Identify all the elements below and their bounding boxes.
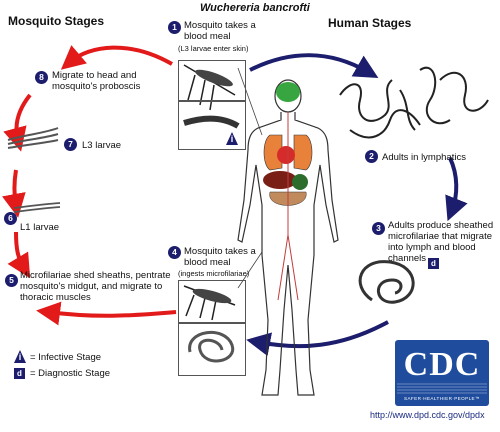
l3-worm-top (183, 115, 240, 129)
step-number-7: 7 (64, 138, 77, 151)
stomach-shape (292, 174, 308, 190)
legend-infective-label: = Infective Stage (30, 352, 102, 363)
arrow-l1-to-microfilariae (7, 231, 31, 279)
box-step4-bottom (178, 322, 246, 376)
vessels-shape (277, 112, 299, 301)
header-mosquito-stages: Mosquito Stages (8, 14, 105, 28)
step-4-text: Mosquito takes a blood meal (184, 246, 256, 268)
box-step4-top (178, 280, 246, 324)
step-number-4: 4 (168, 246, 181, 259)
species-title: Wuchereria bancrofti (200, 2, 310, 14)
arrow-step4-to-step5 (36, 301, 177, 326)
adult-worms (339, 66, 489, 139)
legend-diagnostic-label: = Diagnostic Stage (30, 368, 111, 379)
step-3-text: Adults produce sheathed microfilariae th… (388, 220, 494, 264)
sheathed-microfilaria (358, 260, 415, 304)
source-url[interactable]: http://www.dpd.cdc.gov/dpdx (370, 410, 485, 420)
lungs-shape (263, 134, 313, 171)
arrow-l3-to-l1 (2, 169, 26, 218)
cdc-logo: CDC SAFER·HEALTHIER·PEOPLE™ (395, 340, 489, 406)
step-1-text: Mosquito takes a blood meal (184, 20, 256, 42)
header-human-stages: Human Stages (328, 16, 412, 30)
l3-larvae-worms (7, 127, 59, 149)
diagnostic-stage-badge-step3: d (428, 258, 439, 269)
arrow-microfilariae-to-step4 (246, 320, 389, 357)
box-step1-bottom (178, 100, 246, 150)
step-5-text: Microfilariae shed sheaths, pentrate mos… (20, 270, 171, 303)
arrow-step1-to-adults (249, 53, 379, 79)
arrow-head-to-l3 (3, 93, 32, 152)
step-number-8: 8 (35, 71, 48, 84)
mosquito-figure-top (183, 64, 236, 111)
mosquito-figure-bottom (183, 285, 236, 321)
liver-shape (263, 171, 297, 189)
legend-diagnostic-icon: d (14, 368, 25, 379)
microfilaria-coil-box (188, 330, 235, 363)
l1-larvae-worms (13, 202, 61, 213)
cdc-logo-stripes (397, 383, 487, 394)
arrow-adults-to-microfilariae (445, 157, 468, 222)
step-number-2: 2 (365, 150, 378, 163)
step-7-text: L3 larvae (82, 140, 122, 151)
step-1-sub: (L3 larvae enter skin) (178, 44, 249, 53)
brain-shape (276, 82, 300, 102)
step-4-sub: (ingests microfilariae) (178, 269, 250, 278)
step-8-text: Migrate to head and mosquito's proboscis (52, 70, 141, 92)
cdc-logo-tagline: SAFER·HEALTHIER·PEOPLE™ (404, 396, 480, 401)
step-number-1: 1 (168, 21, 181, 34)
arrow-mosquito-to-head (60, 45, 173, 70)
step-number-5: 5 (5, 274, 18, 287)
box-step1-top (178, 60, 246, 102)
step-number-3: 3 (372, 222, 385, 235)
step-2-text: Adults in lymphatics (382, 152, 466, 163)
step-6-text: L1 larvae (20, 222, 60, 233)
heart-shape (277, 146, 295, 164)
cdc-logo-text: CDC (403, 346, 481, 383)
step-number-6: 6 (4, 212, 17, 225)
